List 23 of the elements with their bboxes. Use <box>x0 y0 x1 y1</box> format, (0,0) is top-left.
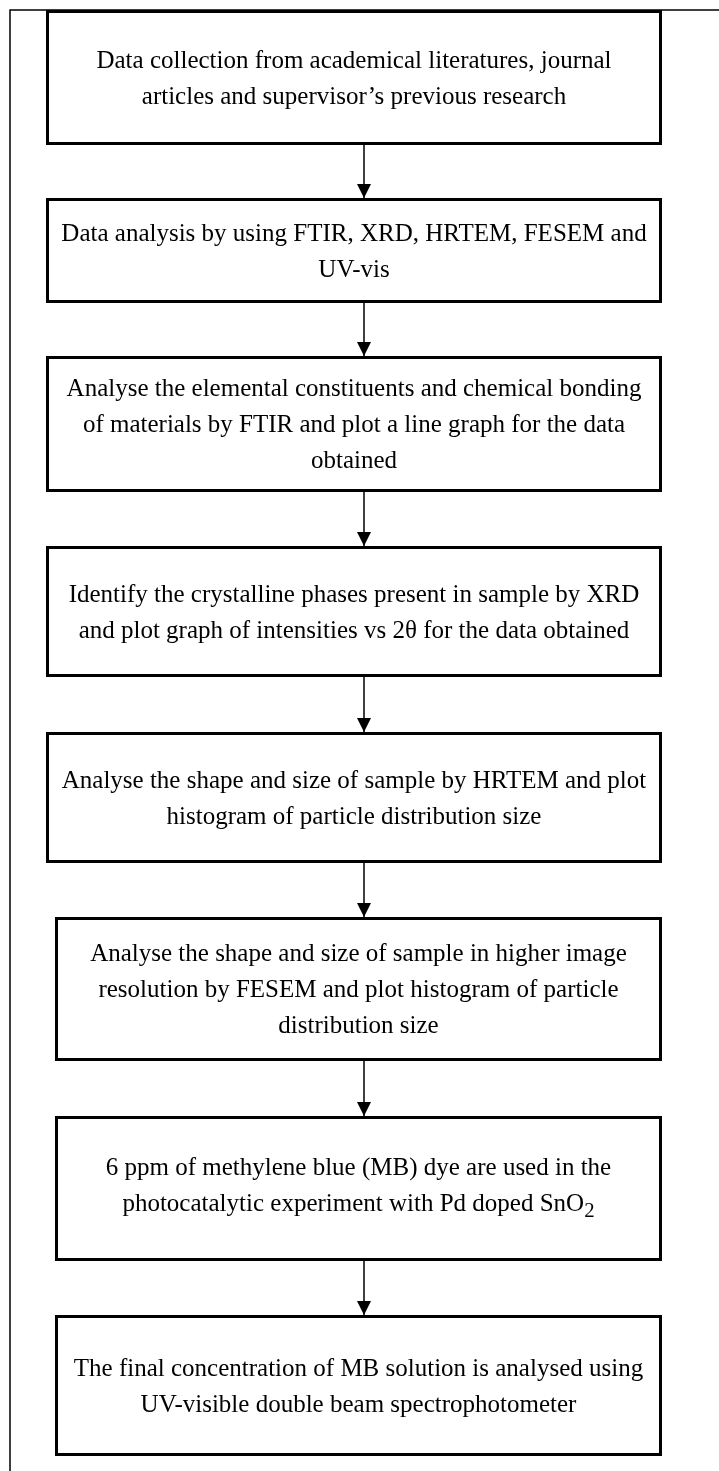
process-box <box>55 1315 662 1456</box>
step-text: 6 ppm of methylene blue (MB) dye are used in the photocatalytic experiment with Pd doped SnO$_{2}$ <box>104 1152 613 1224</box>
arrow <box>357 1060 371 1117</box>
arrow <box>357 676 371 733</box>
arrow <box>357 862 371 918</box>
step-text: Analyse the elemental constituents and chemical bonding of materials by FTIR and plot a line graph for the data obtained <box>65 373 643 475</box>
process-box <box>46 10 662 145</box>
process-box <box>55 1116 662 1261</box>
arrow <box>357 302 371 357</box>
step-text: Analyse the shape and size of sample in higher image resolution by FESEM and plot histogram of particle distribution size <box>89 938 628 1040</box>
step-text: Analyse the shape and size of sample by HRTEM and plot histogram of particle distribution size <box>60 764 648 831</box>
step-text: The final concentration of MB solution is analysed using UV-visible double beam spectrophotometer <box>72 1352 645 1419</box>
process-box <box>46 546 662 677</box>
step-text: Data collection from academical literatures, journal articles and supervisor’s previous research <box>95 44 613 111</box>
arrow <box>357 491 371 547</box>
process-box <box>46 198 662 303</box>
arrow <box>357 144 371 199</box>
step-text: Identify the crystalline phases present in sample by XRD and plot graph of intensities vs 2θ for the data obtained <box>67 578 641 645</box>
process-box <box>55 917 662 1061</box>
step-text: Data analysis by using FTIR, XRD, HRTEM, FESEM and UV-vis <box>60 217 648 284</box>
process-box <box>46 732 662 863</box>
arrow <box>357 1260 371 1316</box>
process-box <box>46 356 662 492</box>
